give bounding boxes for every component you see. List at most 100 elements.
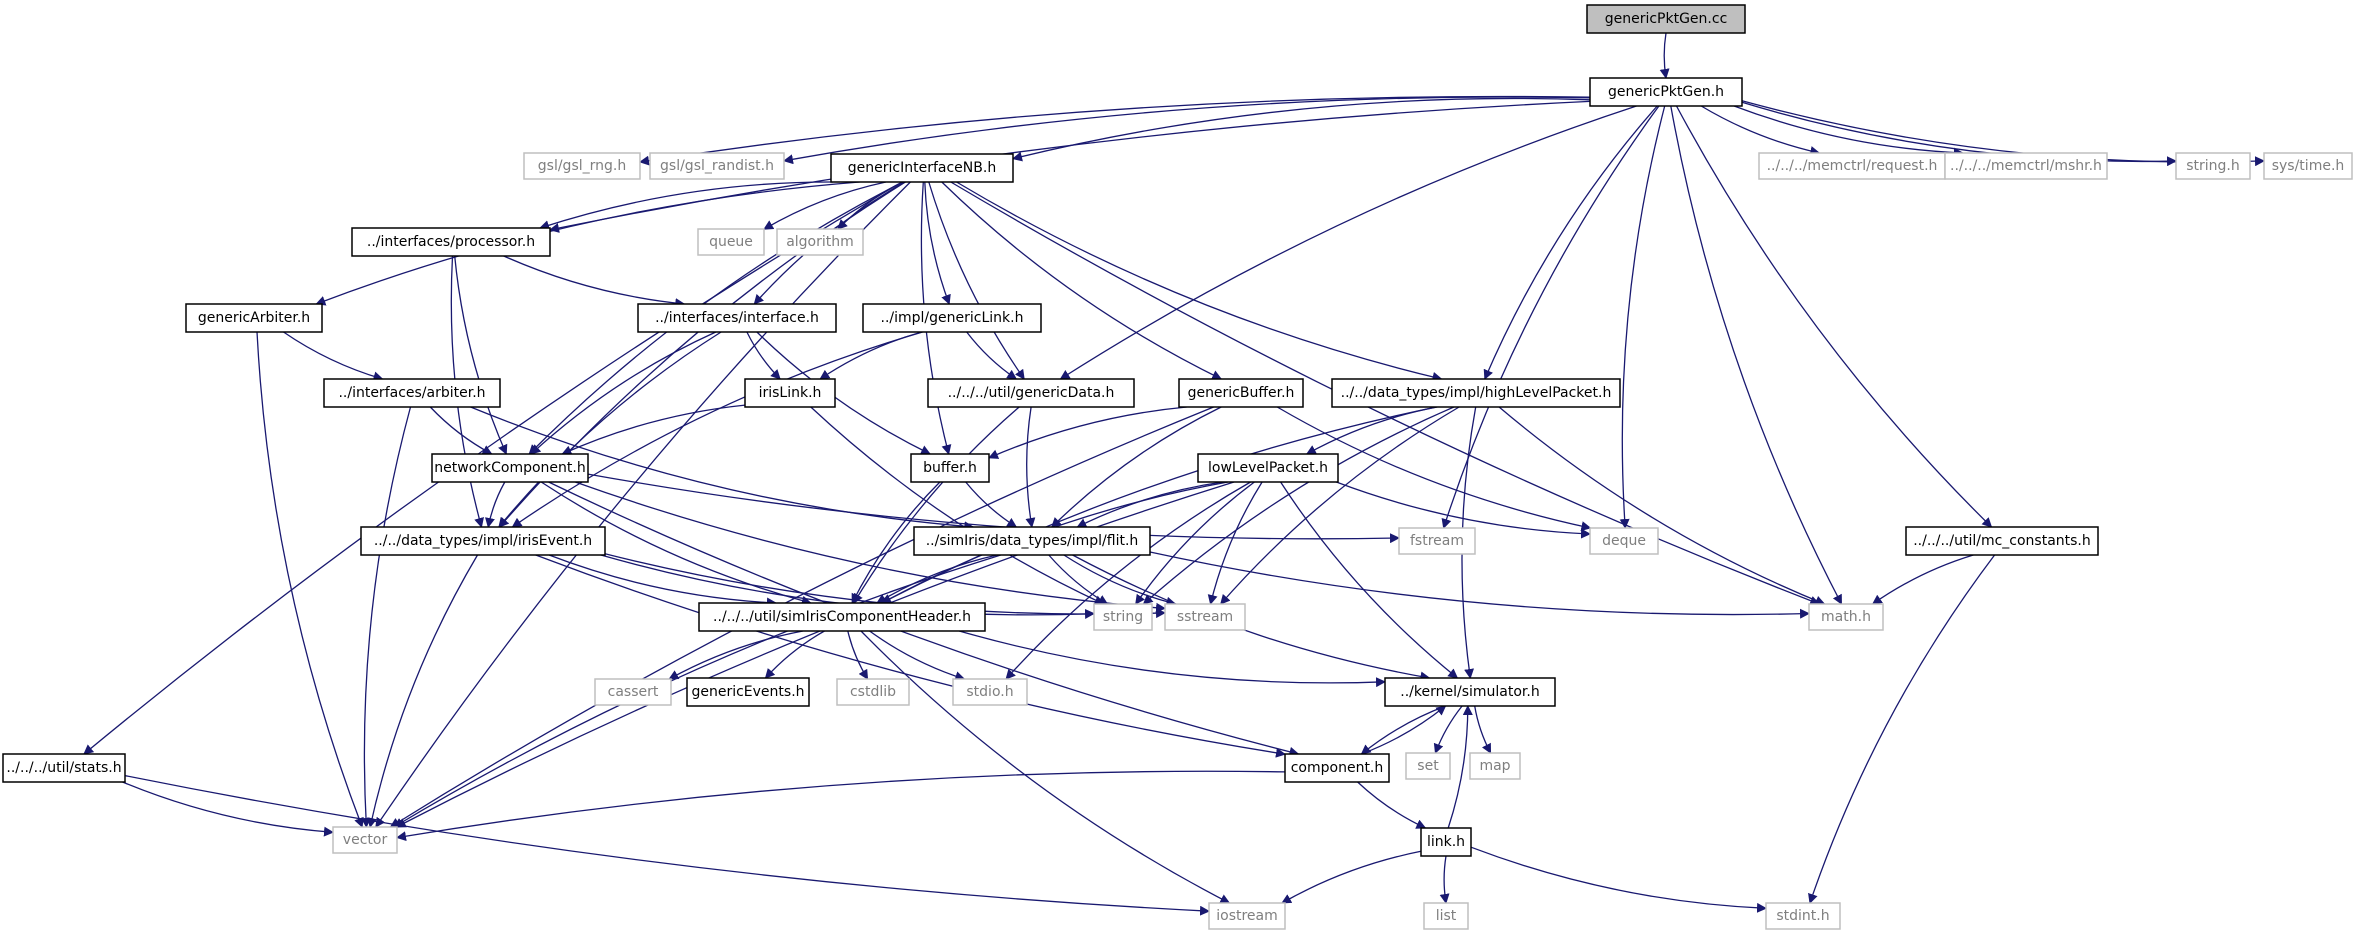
edge-interface-to-buffer [756,331,931,455]
node-stats[interactable]: ../../../util/stats.h [2,753,126,783]
node-mc-constants[interactable]: ../../../util/mc_constants.h [1905,526,2099,556]
edge-genericPktGen-h-to-memctrl-request [1700,105,1821,156]
edge-stats-to-iostream [124,774,1210,916]
edge-simulator-to-component [1360,705,1446,755]
edge-genericInterfaceNB-to-processor [539,181,833,230]
edge-genericArbiter-to-vector [256,331,364,828]
node-label: genericInterfaceNB.h [848,160,996,176]
edge-genericInterfaceNB-to-genericBuffer [941,181,1223,380]
node-genericLink[interactable]: ../impl/genericLink.h [862,303,1042,333]
node-label: genericBuffer.h [1188,385,1295,401]
node-interface[interactable]: ../interfaces/interface.h [637,303,837,333]
node-box [323,378,501,408]
edge-genericInterfaceNB-to-highLevelPacket [956,181,1443,382]
node-networkComponent[interactable]: networkComponent.h [431,453,589,483]
edge-simIrisComponentHeader-to-genericEvents [764,630,825,679]
node-genericBuffer[interactable]: genericBuffer.h [1178,378,1304,408]
edge-lowLevelPacket-to-simulator [1280,481,1459,679]
edge-networkComponent-to-simIrisComponentHeader [540,481,812,606]
node-box [1469,752,1521,780]
edge-link-to-stdint [1470,846,1767,913]
edge-genericPktGen-h-to-genericInterfaceNB [1012,97,1591,162]
edge-irisLink-to-networkComponent [561,404,746,455]
node-genericPktGen-h[interactable]: genericPktGen.h [1589,77,1743,107]
node-box [1093,603,1153,631]
edge-irisLink-to-string [810,406,1105,605]
edge-lowLevelPacket-to-sstream [1207,481,1263,605]
edge-genericInterfaceNB-to-genericArbiter [315,181,860,306]
node-label: string [1103,609,1143,625]
node-buffer[interactable]: buffer.h [910,453,990,483]
node-arbiter[interactable]: ../interfaces/arbiter.h [323,378,501,408]
edge-genericPktGen-h-to-memctrl-mshr [1733,105,1964,158]
node-box [1589,527,1659,555]
edge-flit-to-simulator [1072,554,1431,682]
edge-genericInterfaceNB-to-math-h [950,181,1821,606]
node-label: component.h [1291,760,1384,776]
edge-arbiter-to-flit [470,406,975,532]
edge-simIrisComponentHeader-to-cstdlib [847,630,869,680]
node-vector: vector [332,826,398,854]
node-label: genericEvents.h [691,684,804,700]
node-label: ../../../util/simIrisComponentHeader.h [713,609,971,625]
edge-arbiter-to-networkComponent [429,406,493,455]
node-box [2263,152,2353,180]
node-component[interactable]: component.h [1284,753,1390,783]
node-genericArbiter[interactable]: genericArbiter.h [185,303,323,333]
node-irisLink[interactable]: irisLink.h [744,378,836,408]
node-box [185,303,323,333]
node-label: set [1417,758,1439,774]
node-irisEvent[interactable]: ../../data_types/impl/irisEvent.h [360,526,606,556]
edge-genericLink-to-genericData [966,331,1018,380]
node-box [1208,902,1286,930]
node-lowLevelPacket[interactable]: lowLevelPacket.h [1197,453,1339,483]
node-label: ../../data_types/impl/highLevelPacket.h [1341,385,1612,401]
node-label: ../../../util/stats.h [6,760,121,776]
edge-networkComponent-to-component [548,481,1300,757]
edge-irisEvent-to-simIrisComponentHeader [548,554,777,608]
node-box [523,152,641,180]
node-simulator[interactable]: ../kernel/simulator.h [1384,677,1556,707]
node-genericPktGen-cc[interactable]: genericPktGen.cc [1586,4,1746,34]
node-link[interactable]: link.h [1420,827,1472,857]
edge-genericData-to-flit [1025,406,1036,528]
node-box [1197,453,1339,483]
node-box [594,678,672,706]
edge-interface-to-networkComponent [530,331,717,455]
node-label: ../kernel/simulator.h [1400,684,1539,700]
node-label: ../simIris/data_types/impl/flit.h [926,533,1139,549]
node-box [862,303,1042,333]
node-genericEvents[interactable]: genericEvents.h [686,677,810,707]
node-label: stdint.h [1776,908,1829,924]
edge-networkComponent-to-irisEvent [485,481,506,528]
node-label: gsl/gsl_rng.h [538,158,626,174]
node-flit[interactable]: ../simIris/data_types/impl/flit.h [913,526,1151,556]
node-processor[interactable]: ../interfaces/processor.h [351,227,551,257]
node-box [1420,827,1472,857]
node-box [1405,752,1451,780]
node-highLevelPacket[interactable]: ../../data_types/impl/highLevelPacket.h [1331,378,1621,408]
node-label: list [1436,908,1457,924]
node-box [952,678,1028,706]
edge-genericBuffer-to-deque [1276,406,1592,532]
node-label: string.h [2186,158,2240,174]
node-simIrisComponentHeader[interactable]: ../../../util/simIrisComponentHeader.h [698,602,986,632]
edge-highLevelPacket-to-string [1142,406,1455,605]
edge-simIrisComponentHeader-to-simulator [959,630,1386,688]
node-genericInterfaceNB[interactable]: genericInterfaceNB.h [830,153,1014,183]
node-genericData[interactable]: ../../../util/genericData.h [927,378,1135,408]
edge-processor-to-networkComponent [454,255,508,455]
edge-genericPktGen-h-to-string-h [1741,101,2177,167]
edge-component-to-simulator [1361,705,1447,755]
node-label: ../../../util/mc_constants.h [1913,533,2091,549]
node-algorithm: algorithm [776,228,864,256]
edge-layer [83,32,2265,916]
node-label: genericPktGen.cc [1605,11,1728,27]
node-box [360,526,606,556]
node-box [1178,378,1304,408]
node-label: gsl/gsl_randist.h [660,158,774,174]
edge-genericData-to-simIrisComponentHeader [853,406,1020,604]
edge-highLevelPacket-to-sstream [1220,406,1460,605]
edge-genericPktGen-h-to-math-h [1670,105,1843,605]
